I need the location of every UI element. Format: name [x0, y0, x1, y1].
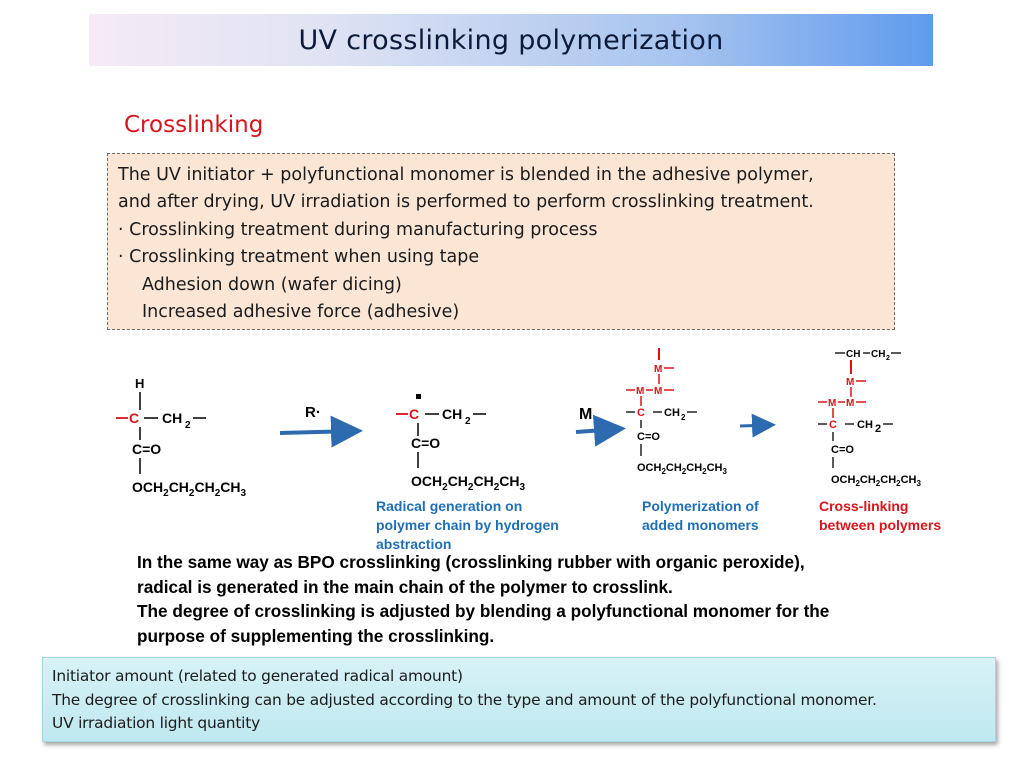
- note-line: The degree of crosslinking can be adjust…: [52, 690, 877, 709]
- description-bullet: · Crosslinking treatment when using tape: [118, 247, 480, 268]
- explanation-text: In the same way as BPO crosslinking (cro…: [137, 550, 957, 648]
- note-line: UV irradiation light quantity: [52, 714, 260, 732]
- svg-text:2: 2: [185, 420, 191, 431]
- crosslinked-structure: CH CH 2 M M M C CH 2 C=O OCH2CH2CH2CH3: [818, 349, 921, 488]
- caption-crosslinking: Cross-linking between polymers: [819, 497, 941, 535]
- notes-box: Initiator amount (related to generated r…: [42, 657, 996, 742]
- reaction-arrow: [279, 415, 363, 448]
- caption-radical-generation: Radical generation on polymer chain by h…: [376, 497, 559, 554]
- svg-text:M: M: [636, 386, 644, 397]
- svg-text:M: M: [654, 386, 662, 397]
- caption-line: added monomers: [642, 517, 759, 533]
- svg-text:CH: CH: [857, 419, 873, 431]
- caption-line: Polymerization of: [642, 498, 759, 514]
- description-box: The UV initiator + polyfunctional monome…: [107, 153, 895, 330]
- svg-text:C=O: C=O: [411, 435, 440, 451]
- description-subitem: Adhesion down (wafer dicing): [142, 274, 402, 295]
- title-bar: UV crosslinking polymerization: [89, 14, 933, 66]
- reaction-arrow: [575, 414, 626, 447]
- arrow-label-radical: R·: [305, 404, 321, 421]
- description-line: The UV initiator + polyfunctional monome…: [118, 165, 814, 185]
- hydrogen-atom: H: [135, 376, 144, 391]
- caption-line: polymer chain by hydrogen: [376, 517, 559, 533]
- svg-text:2: 2: [681, 413, 686, 422]
- reaction-scheme: H C CH 2 C=O OCH2CH2CH2CH3 R· C CH 2 C: [100, 340, 1000, 560]
- ester-group: OCH2CH2CH2CH3: [132, 479, 247, 499]
- polymerized-structure: M M M C CH 2 C=O OCH2CH2CH2CH3: [626, 348, 727, 476]
- svg-text:CH: CH: [162, 410, 182, 426]
- svg-text:CH: CH: [871, 349, 885, 360]
- section-heading: Crosslinking: [124, 112, 264, 138]
- caption-line: Radical generation on: [376, 498, 523, 514]
- svg-text:OCH2CH2CH2CH3: OCH2CH2CH2CH3: [411, 473, 526, 493]
- caption-polymerization: Polymerization of added monomers: [642, 497, 759, 535]
- svg-text:C=O: C=O: [132, 441, 161, 457]
- carbon-atom: C: [129, 410, 139, 426]
- caption-line: Cross-linking: [819, 498, 909, 514]
- svg-text:CH: CH: [664, 407, 680, 419]
- explanation-line: In the same way as BPO crosslinking (cro…: [137, 552, 805, 572]
- svg-text:M: M: [828, 398, 836, 409]
- svg-text:C=O: C=O: [831, 444, 854, 456]
- svg-text:2: 2: [875, 423, 881, 435]
- svg-text:C: C: [637, 407, 645, 419]
- svg-text:OCH2CH2CH2CH3: OCH2CH2CH2CH3: [831, 474, 921, 488]
- explanation-line: The degree of crosslinking is adjusted b…: [137, 601, 830, 621]
- arrow-label-monomer: M: [579, 406, 592, 423]
- explanation-line: radical is generated in the main chain o…: [137, 576, 673, 597]
- description-line: and after drying, UV irradiation is perf…: [118, 192, 814, 213]
- caption-line: abstraction: [376, 536, 452, 552]
- slide-title: UV crosslinking polymerization: [298, 24, 724, 56]
- reaction-diagram: H C CH 2 C=O OCH2CH2CH2CH3 R· C CH 2 C: [116, 348, 921, 499]
- note-line: Initiator amount (related to generated r…: [52, 667, 463, 685]
- description-bullet: · Crosslinking treatment during manufact…: [118, 219, 598, 240]
- svg-text:CH: CH: [442, 406, 462, 422]
- svg-text:2: 2: [886, 355, 890, 362]
- svg-text:C=O: C=O: [637, 431, 660, 443]
- reaction-arrow: [739, 413, 776, 438]
- svg-text:CH: CH: [846, 349, 860, 360]
- radical-dot: [416, 394, 421, 399]
- radical-structure: C CH 2 C=O OCH2CH2CH2CH3: [396, 394, 526, 493]
- svg-text:OCH2CH2CH2CH3: OCH2CH2CH2CH3: [637, 462, 727, 476]
- explanation-line: purpose of supplementing the crosslinkin…: [137, 625, 495, 646]
- svg-text:M: M: [846, 377, 854, 388]
- svg-text:C: C: [409, 406, 419, 422]
- polymer-structure: H C CH 2 C=O OCH2CH2CH2CH3: [116, 376, 247, 499]
- svg-text:M: M: [846, 398, 854, 409]
- caption-line: between polymers: [819, 517, 942, 533]
- svg-text:2: 2: [465, 416, 471, 427]
- description-subitem: Increased adhesive force (adhesive): [142, 302, 460, 323]
- svg-text:C: C: [829, 419, 837, 431]
- svg-text:M: M: [654, 364, 662, 375]
